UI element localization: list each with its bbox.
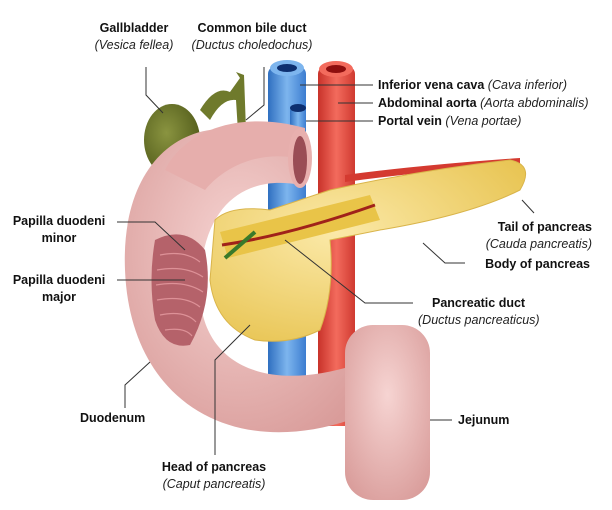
- papilla-minor-line2: minor: [41, 231, 77, 245]
- tail-of-pancreas-name: Tail of pancreas: [497, 220, 592, 234]
- portal-vein-name: Portal vein: [378, 114, 442, 128]
- head-of-pancreas-label: Head of pancreas (Caput pancreatis): [162, 459, 266, 493]
- inferior-vena-cava-label: Inferior vena cava (Cava inferior): [378, 77, 567, 94]
- abdominal-aorta-latin: (Aorta abdominalis): [480, 96, 589, 110]
- tail-of-pancreas-latin: (Cauda pancreatis): [485, 237, 592, 251]
- papilla-minor-line1: Papilla duodeni: [12, 214, 106, 228]
- duodenum: [124, 121, 355, 433]
- head-of-pancreas-latin: (Caput pancreatis): [162, 477, 266, 491]
- tail-of-pancreas-label: Tail of pancreas (Cauda pancreatis): [486, 219, 592, 253]
- abdominal-aorta-label: Abdominal aorta (Aorta abdominalis): [378, 95, 589, 112]
- common-bile-duct-name: Common bile duct: [197, 21, 307, 35]
- portal-vein-label: Portal vein (Vena portae): [378, 113, 521, 130]
- pancreatic-duct-latin: (Ductus pancreaticus): [418, 313, 540, 327]
- jejunum-label: Jejunum: [458, 413, 510, 427]
- inferior-vena-cava-latin: (Cava inferior): [487, 78, 567, 92]
- common-bile-duct-latin: (Ductus choledochus): [191, 38, 313, 52]
- pancreatic-duct: [221, 203, 376, 247]
- duodenum-label: Duodenum: [80, 411, 146, 425]
- papilla-minor-label: Papilla duodeni minor: [13, 213, 105, 247]
- pancreas: [209, 159, 527, 342]
- papilla-major-line1: Papilla duodeni: [12, 273, 106, 287]
- gallbladder-name: Gallbladder: [99, 21, 169, 35]
- gallbladder-latin: (Vesica fellea): [94, 38, 174, 52]
- abdominal-aorta-name: Abdominal aorta: [378, 96, 477, 110]
- leader-lines: [117, 67, 535, 455]
- portal-vein-latin: (Vena portae): [445, 114, 522, 128]
- jejunum: [345, 325, 430, 500]
- papilla-major-line2: major: [41, 290, 77, 304]
- body-of-pancreas-label: Body of pancreas: [485, 257, 590, 271]
- pancreatic-duct-name: Pancreatic duct: [432, 296, 526, 310]
- head-of-pancreas-name: Head of pancreas: [161, 460, 267, 474]
- papilla-major-label: Papilla duodeni major: [13, 272, 105, 306]
- inferior-vena-cava-name: Inferior vena cava: [378, 78, 485, 92]
- common-bile-duct-label: Common bile duct (Ductus choledochus): [192, 20, 313, 54]
- gallbladder-label: Gallbladder (Vesica fellea): [95, 20, 174, 54]
- pancreatic-duct-label: Pancreatic duct (Ductus pancreaticus): [418, 295, 540, 329]
